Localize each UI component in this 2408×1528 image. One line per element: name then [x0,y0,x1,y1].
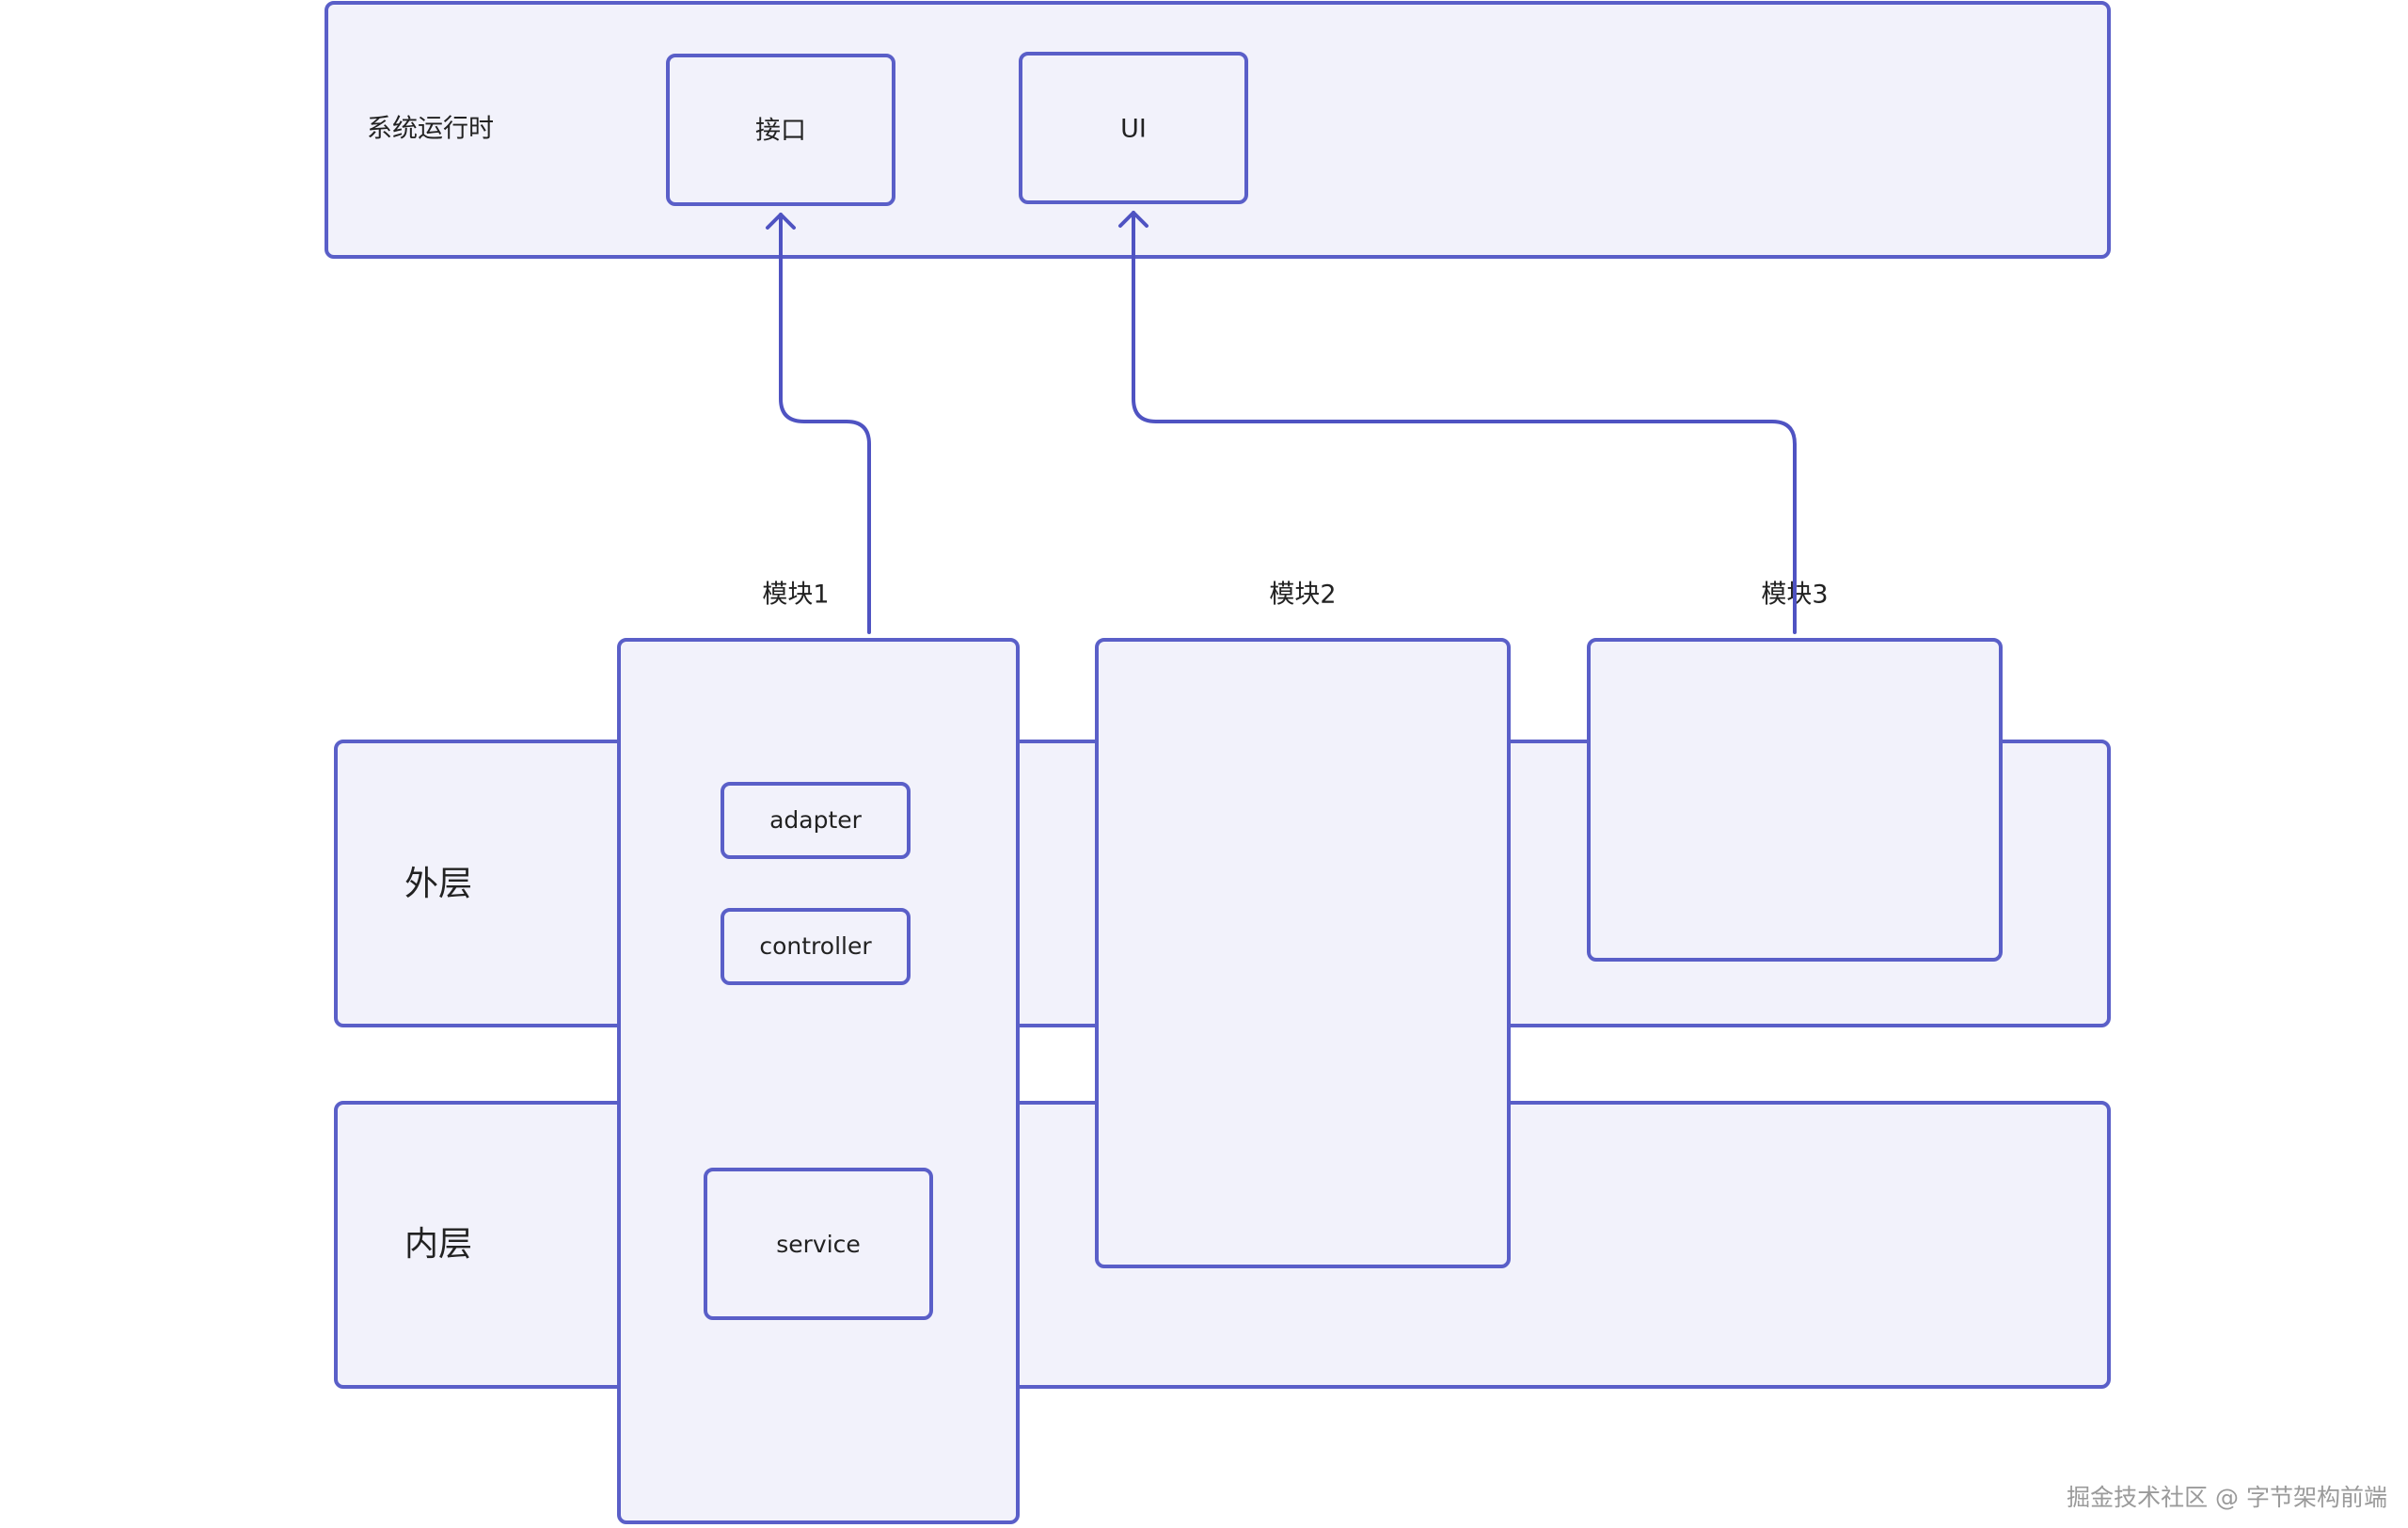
inner-layer-label: 内层 [404,1225,472,1264]
module-2-box [1095,638,1511,1268]
watermark-text: 掘金技术社区 @ 字节架构前端 [2067,1484,2387,1511]
edge-module1-to-api [779,213,871,634]
adapter-node-label: adapter [769,806,863,834]
api-node [666,54,895,206]
service-node [704,1168,933,1320]
runtime-group: 系统运行时 接口 UI [325,1,2111,259]
modules-group: 模块1 adapter controller service 模块2 模块3 [617,581,2003,1524]
ui-node-label: UI [1120,115,1147,144]
module-3-box [1587,638,2003,962]
module-1-title: 模块1 [762,581,829,610]
controller-node-label: controller [759,932,872,960]
controller-node [721,908,911,985]
api-node-label: 接口 [755,117,806,146]
ui-node [1019,52,1248,204]
outer-layer-label: 外层 [404,865,472,903]
edges-group [766,211,1797,634]
service-node-label: service [776,1231,861,1258]
runtime-label: 系统运行时 [367,115,494,144]
adapter-node [721,782,911,859]
arrow-head-ui [1118,211,1149,228]
module-2-title: 模块2 [1269,581,1336,610]
module-1-box [617,638,1020,1524]
edge-module3-to-ui [1132,211,1797,634]
arrow-head-api [766,213,796,230]
